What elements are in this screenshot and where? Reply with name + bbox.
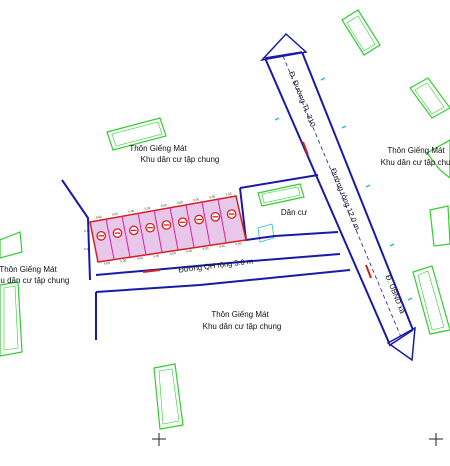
lot-subdivision — [89, 195, 247, 263]
main-road-width: Đường rộng 12.0 m — [329, 167, 362, 231]
lot-width-label: 5.00 — [153, 253, 160, 258]
road-boundaries — [61, 174, 351, 340]
lot-width-label: 5.00 — [112, 212, 119, 217]
lot-width-label: 5.00 — [209, 194, 216, 199]
east-area-desc: Khu dân cư tập chung — [381, 158, 450, 167]
survey-markers — [152, 433, 443, 446]
planned-road — [142, 269, 161, 273]
lot-width-label: 5.00 — [177, 200, 184, 205]
lot-width-label: 5.00 — [128, 209, 135, 214]
lot-width-label: 5.00 — [144, 206, 151, 211]
lot-depth-label: 6.20 — [84, 247, 90, 251]
lot-depth-label: 6.70 — [84, 229, 90, 233]
north-area-name: Thôn Giếng Mát — [129, 144, 187, 153]
lot-markers — [96, 209, 237, 241]
main-road-tl310 — [259, 32, 416, 362]
lot-width-label: 5.00 — [160, 203, 167, 208]
lot-width-label: 5.00 — [186, 249, 193, 254]
lot-width-label: 5.00 — [202, 246, 209, 251]
lot-width-label: 5.00 — [193, 197, 200, 202]
building-footprints — [0, 9, 450, 430]
west-area-desc: Khu dân cư tập chung — [0, 276, 69, 285]
lot-width-label: 5.00 — [219, 244, 226, 249]
lot-width-label: 5.00 — [104, 261, 111, 266]
lot-width-label: 5.00 — [120, 258, 127, 263]
south-area-desc: Khu dân cư tập chung — [203, 322, 282, 331]
lot-width-label: 5.00 — [169, 251, 176, 256]
east-area-name: Thôn Giếng Mát — [387, 146, 445, 155]
south-area-name: Thôn Giếng Mát — [211, 310, 269, 319]
lot-dimension-labels: 5.00 5.00 5.00 5.00 5.00 5.00 5.00 5.00 5.00 5.00… — [84, 191, 242, 265]
lot-width-label: 5.00 — [225, 191, 232, 196]
lot-width-label: 5.00 — [137, 256, 144, 261]
lot-width-label: 5.00 — [235, 241, 242, 246]
north-area-desc: Khu dân cư tập chung — [141, 155, 220, 164]
residential-label: Dân cư — [281, 208, 308, 217]
west-area-name: Thôn Giếng Mát — [0, 265, 57, 274]
lot-width-label: 5.00 — [96, 215, 103, 220]
main-road-end: Đ. UBND xã — [383, 273, 407, 315]
planned-road-label: Đường QH rộng 5.0 m — [178, 256, 254, 274]
